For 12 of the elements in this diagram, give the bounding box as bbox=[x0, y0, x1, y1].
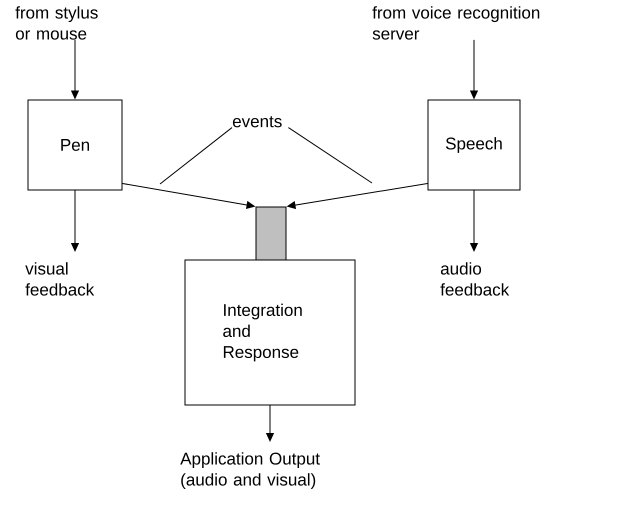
process-box: Speech bbox=[428, 100, 520, 190]
leader-line bbox=[160, 127, 232, 184]
input-label: from stylus or mouse bbox=[15, 6, 98, 40]
leader-line bbox=[288, 127, 372, 184]
output-label: audio feedback bbox=[440, 262, 510, 296]
annotation-label: events bbox=[232, 116, 282, 128]
output-label: Application Output (audio and visual) bbox=[180, 452, 320, 490]
process-box: Pen bbox=[28, 100, 122, 190]
buffer-box bbox=[256, 206, 286, 260]
process-box: Integration and Response bbox=[184, 260, 356, 406]
input-label: from voice recognition server bbox=[372, 6, 540, 40]
output-label: visual feedback bbox=[25, 262, 94, 296]
